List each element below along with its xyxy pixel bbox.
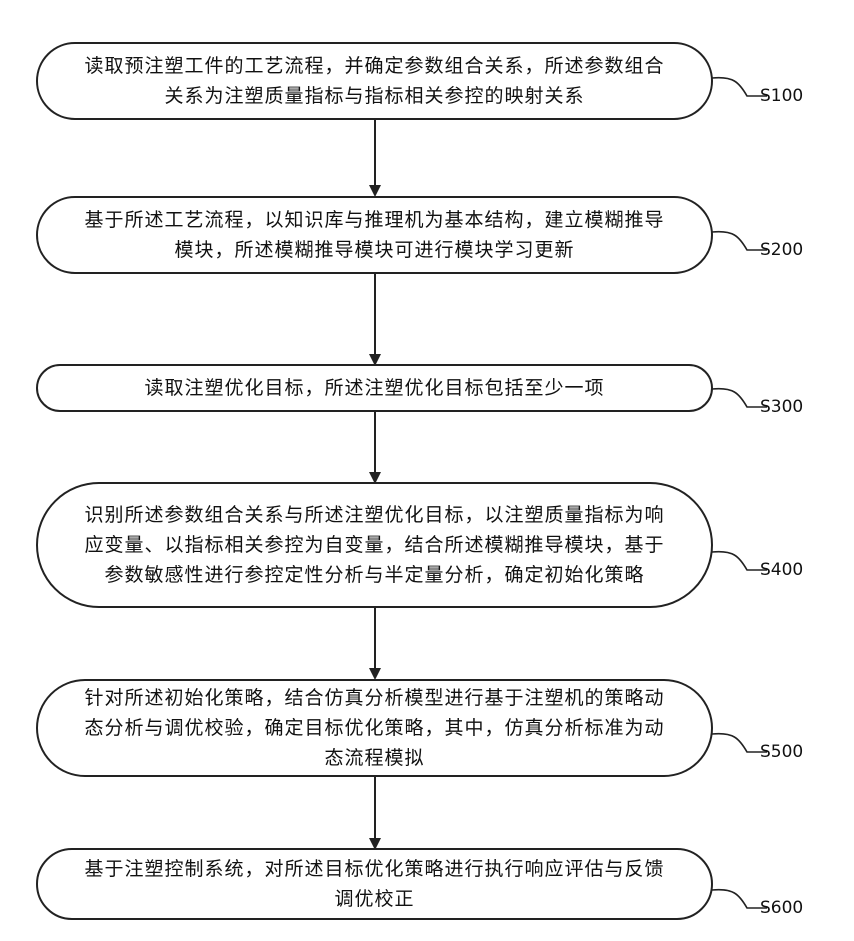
step-box-s400: 识别所述参数组合关系与所述注塑优化目标，以注塑质量指标为响应变量、以指标相关参控…	[36, 482, 713, 608]
arrow-s300-s400	[374, 412, 376, 482]
step-box-s100: 读取预注塑工件的工艺流程，并确定参数组合关系，所述参数组合关系为注塑质量指标与指…	[36, 42, 713, 120]
step-box-s300: 读取注塑优化目标，所述注塑优化目标包括至少一项	[36, 364, 713, 412]
step-text-s100: 读取预注塑工件的工艺流程，并确定参数组合关系，所述参数组合关系为注塑质量指标与指…	[82, 51, 667, 111]
arrow-s100-s200	[374, 120, 376, 195]
step-text-s600: 基于注塑控制系统，对所述目标优化策略进行执行响应评估与反馈调优校正	[82, 854, 667, 914]
step-box-s200: 基于所述工艺流程，以知识库与推理机为基本结构，建立模糊推导模块，所述模糊推导模块…	[36, 196, 713, 274]
step-id-s200: S200	[760, 240, 803, 260]
arrow-s400-s500	[374, 608, 376, 678]
step-box-s500: 针对所述初始化策略，结合仿真分析模型进行基于注塑机的策略动态分析与调优校验，确定…	[36, 679, 713, 777]
step-box-s600: 基于注塑控制系统，对所述目标优化策略进行执行响应评估与反馈调优校正	[36, 848, 713, 920]
step-id-s100: S100	[760, 86, 803, 106]
step-text-s200: 基于所述工艺流程，以知识库与推理机为基本结构，建立模糊推导模块，所述模糊推导模块…	[82, 205, 667, 265]
arrow-s500-s600	[374, 777, 376, 848]
step-id-s400: S400	[760, 560, 803, 580]
step-text-s500: 针对所述初始化策略，结合仿真分析模型进行基于注塑机的策略动态分析与调优校验，确定…	[82, 683, 667, 773]
step-id-s300: S300	[760, 397, 803, 417]
step-text-s400: 识别所述参数组合关系与所述注塑优化目标，以注塑质量指标为响应变量、以指标相关参控…	[82, 500, 667, 590]
arrow-s200-s300	[374, 274, 376, 364]
step-text-s300: 读取注塑优化目标，所述注塑优化目标包括至少一项	[82, 373, 667, 403]
step-id-s600: S600	[760, 898, 803, 918]
step-id-s500: S500	[760, 742, 803, 762]
